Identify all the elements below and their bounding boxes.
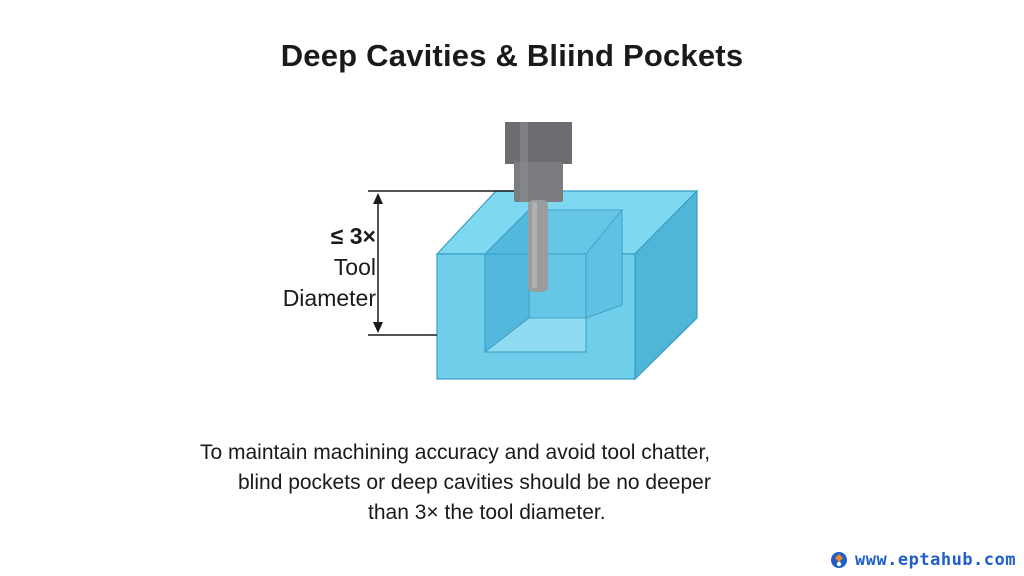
caption-line-3: than 3× the tool diameter. (368, 501, 606, 524)
dimension-arrowhead-bottom (373, 322, 383, 333)
dimension-label-tool: Tool (333, 254, 376, 280)
tool-holder-highlight (520, 122, 528, 202)
tool-cutter-highlight (532, 202, 537, 288)
brand-watermark[interactable]: www.eptahub.com (829, 550, 1016, 570)
dimension-label-ratio: ≤ 3× (330, 223, 376, 249)
dimension-arrowhead-top (373, 193, 383, 204)
diagram-title: Deep Cavities & Bliind Pockets (280, 38, 744, 73)
pocket-front-cut (484, 253, 587, 353)
dimension-label-diameter: Diameter (282, 285, 376, 311)
tool-cutter (528, 200, 548, 292)
caption-text: To maintain machining accuracy and avoid… (200, 438, 840, 528)
caption-line-1: To maintain machining accuracy and avoid… (200, 441, 711, 464)
caption-line-2: blind pockets or deep cavities should be… (238, 471, 711, 494)
tool-holder-upper (505, 122, 572, 164)
eptahub-logo-icon (830, 552, 847, 568)
brand-url: www.eptahub.com (854, 550, 1016, 570)
pocket-right-wall (585, 208, 623, 319)
